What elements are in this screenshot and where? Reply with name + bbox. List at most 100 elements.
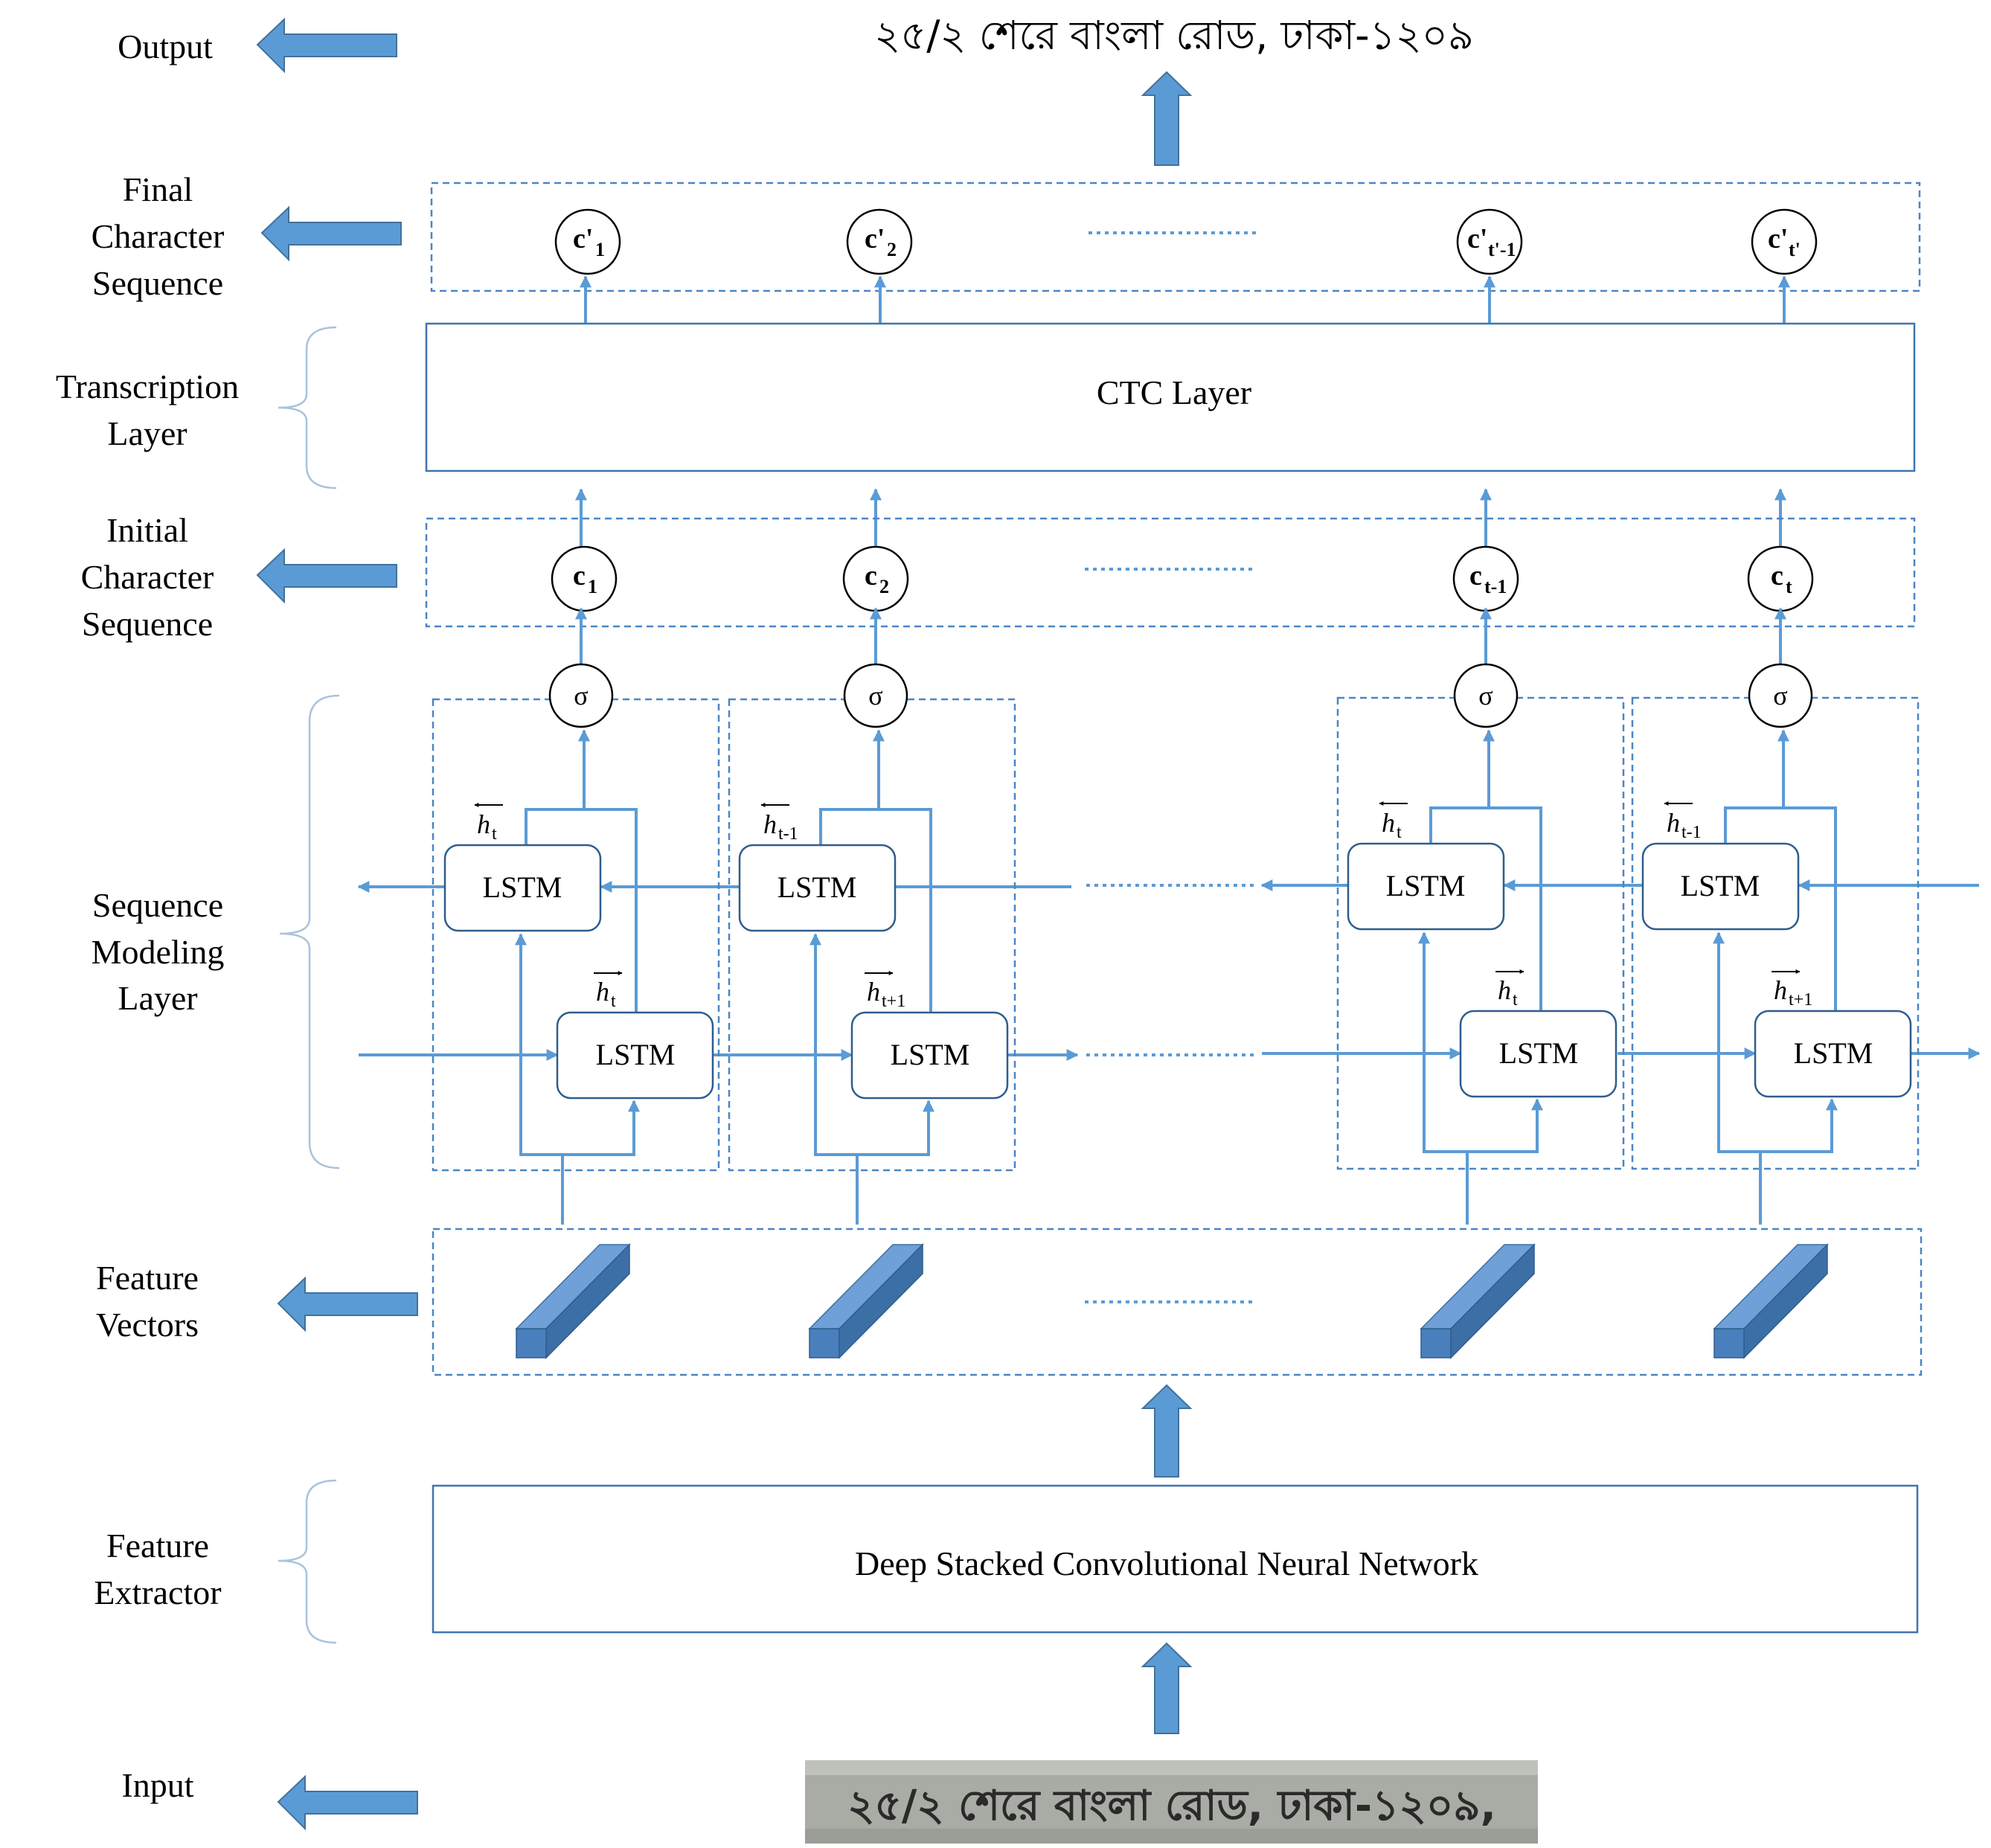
sigma-node-3 — [1453, 663, 1519, 728]
feature-vector-2-icon — [808, 1243, 924, 1359]
final-node-1: c' 1 — [554, 208, 621, 275]
bilstm-cell-4: σ LSTM LSTM h t-1 h t+1 — [1631, 663, 1920, 1225]
label-initial-char-seq-3: Sequence — [82, 605, 213, 643]
label-final-char-seq-1: Final — [123, 170, 193, 208]
feature-vectors-box — [432, 1228, 1923, 1376]
label-output: Output — [118, 28, 213, 65]
lstm-forward-2 — [850, 1011, 1009, 1100]
svg-text:c: c — [573, 560, 586, 591]
svg-text:h: h — [477, 809, 490, 839]
label-sequence-modeling-3: Layer — [118, 979, 197, 1017]
svg-text:h: h — [763, 809, 777, 839]
initial-node-4: c t — [1747, 545, 1814, 612]
label-input: Input — [121, 1766, 193, 1804]
svg-text:h: h — [1667, 808, 1680, 838]
initial-char-seq-box — [425, 517, 1916, 628]
h-backward-2: h t-1 — [760, 803, 798, 844]
brace-transcription — [278, 326, 337, 490]
label-transcription-1: Transcription — [56, 368, 239, 405]
lstm-backward-1 — [443, 844, 602, 932]
h-forward-3: h t — [1495, 969, 1524, 1010]
initial-node-3: c t-1 — [1452, 545, 1519, 612]
svg-text:LSTM: LSTM — [483, 870, 562, 904]
svg-text:t: t — [1397, 823, 1402, 842]
label-feature-extractor-1: Feature — [106, 1527, 209, 1565]
label-initial-char-seq-1: Initial — [106, 511, 188, 549]
bilstm-cell-3: σ LSTM LSTM h t h t — [1336, 663, 1625, 1225]
svg-text:1: 1 — [595, 239, 605, 260]
bilstm-cell-1: σ LSTM LSTM h t h t — [432, 663, 720, 1225]
svg-text:σ: σ — [574, 681, 588, 710]
svg-text:σ: σ — [868, 681, 882, 710]
svg-text:t-1: t-1 — [1484, 576, 1507, 597]
label-sequence-modeling-2: Modeling — [92, 933, 225, 971]
svg-text:LSTM: LSTM — [778, 870, 857, 904]
up-arrow-output-icon — [1141, 71, 1193, 166]
final-node-4: c' t' — [1751, 208, 1818, 275]
label-initial-char-seq-2: Character — [81, 558, 214, 596]
lstm-forward-3 — [1459, 1010, 1618, 1098]
label-final-char-seq-2: Character — [92, 217, 225, 255]
ctc-layer-box — [425, 322, 1916, 472]
svg-text:c': c' — [1467, 223, 1487, 254]
cnn-box — [432, 1484, 1919, 1634]
input-image: ২৫/২ শেরে বাংলা রোড, ঢাকা-১২০৯, — [805, 1760, 1538, 1844]
label-feature-vectors-2: Vectors — [96, 1306, 199, 1344]
svg-text:LSTM: LSTM — [1386, 869, 1466, 902]
label-sequence-modeling-1: Sequence — [92, 886, 223, 924]
left-arrow-features-icon — [277, 1276, 418, 1332]
svg-text:t: t — [611, 992, 616, 1011]
svg-text:h: h — [1774, 975, 1787, 1005]
feature-vector-4-icon — [1713, 1243, 1829, 1359]
left-arrow-initial-icon — [256, 548, 397, 604]
svg-text:t-1: t-1 — [1681, 823, 1702, 842]
h-forward-1: h t — [594, 971, 623, 1011]
initial-node-2: c 2 — [842, 545, 909, 612]
svg-text:c: c — [1469, 560, 1482, 591]
svg-text:LSTM: LSTM — [891, 1038, 970, 1071]
sigma-node-2 — [843, 663, 908, 728]
svg-text:c': c' — [1768, 223, 1788, 254]
brace-feature-extractor — [278, 1479, 337, 1644]
svg-text:LSTM: LSTM — [1499, 1036, 1579, 1070]
svg-text:LSTM: LSTM — [1681, 869, 1760, 902]
h-forward-2: h t+1 — [865, 971, 905, 1011]
input-text: ২৫/২ শেরে বাংলা রোড, ঢাকা-১২০৯, — [847, 1782, 1496, 1830]
feature-vector-1-icon — [515, 1243, 631, 1359]
svg-text:σ: σ — [1478, 681, 1493, 710]
h-forward-4: h t+1 — [1772, 969, 1812, 1010]
initial-node-1: c 1 — [551, 545, 618, 612]
left-arrow-final-icon — [260, 205, 402, 262]
feature-vector-3-icon — [1420, 1243, 1536, 1359]
final-char-seq-box — [430, 182, 1921, 292]
svg-text:c: c — [1771, 560, 1783, 591]
h-backward-4: h t-1 — [1664, 801, 1702, 842]
svg-text:t: t — [1786, 576, 1792, 597]
svg-text:c': c' — [573, 223, 593, 254]
svg-text:1: 1 — [588, 576, 597, 597]
label-transcription-2: Layer — [107, 414, 187, 452]
svg-text:t: t — [1513, 990, 1518, 1010]
label-final-char-seq-3: Sequence — [92, 264, 223, 302]
svg-text:h: h — [1498, 975, 1511, 1005]
svg-text:2: 2 — [879, 576, 889, 597]
svg-text:h: h — [1382, 808, 1395, 838]
final-node-2: c' 2 — [846, 208, 913, 275]
label-feature-vectors-1: Feature — [96, 1259, 199, 1297]
ctc-layer-label: CTC Layer — [1097, 373, 1251, 411]
lstm-forward-4 — [1754, 1010, 1912, 1098]
sigma-node-1 — [548, 663, 614, 728]
lstm-backward-3 — [1347, 842, 1505, 931]
svg-text:c: c — [865, 560, 877, 591]
left-arrow-input-icon — [277, 1774, 418, 1831]
svg-text:h: h — [596, 977, 609, 1007]
label-feature-extractor-2: Extractor — [94, 1573, 221, 1611]
svg-text:LSTM: LSTM — [596, 1038, 676, 1071]
svg-text:t+1: t+1 — [882, 992, 905, 1011]
h-backward-1: h t — [474, 803, 503, 844]
svg-text:σ: σ — [1773, 681, 1787, 710]
svg-text:t'-1: t'-1 — [1488, 239, 1516, 260]
sigma-node-4 — [1748, 663, 1813, 728]
svg-text:t-1: t-1 — [778, 824, 798, 844]
